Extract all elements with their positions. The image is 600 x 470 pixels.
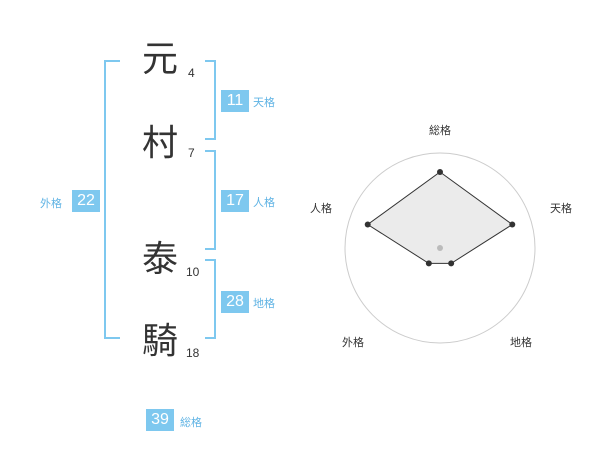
radar-point-1 xyxy=(509,221,516,228)
gaikaku-label: 外格 xyxy=(40,197,62,210)
radar-center-dot xyxy=(437,245,443,251)
radar-point-3 xyxy=(425,260,432,267)
radar-points xyxy=(364,169,516,267)
name-char-3: 泰 xyxy=(142,239,179,280)
radar-axis-label-gaikaku: 外格 xyxy=(342,335,364,349)
radar-point-2 xyxy=(448,260,455,267)
radar-point-0 xyxy=(437,169,443,175)
chikaku-value: 28 xyxy=(221,291,249,313)
radar-axis-label-soukaku: 総格 xyxy=(429,123,451,137)
tenkaku-value: 11 xyxy=(221,90,249,112)
jinkaku-label: 人格 xyxy=(253,196,275,209)
radar-axis-label-jinkaku: 人格 xyxy=(310,201,332,215)
radar-axis-label-tenkaku: 天格 xyxy=(550,201,572,215)
stroke-count-3: 10 xyxy=(186,265,200,279)
radar-point-4 xyxy=(364,221,371,228)
name-char-4: 騎 xyxy=(142,321,179,362)
stroke-count-2: 7 xyxy=(188,146,195,160)
name-char-1: 元 xyxy=(142,39,179,80)
jinkaku-value: 17 xyxy=(221,190,249,212)
soukaku-value: 39 xyxy=(146,409,174,431)
stroke-count-1: 4 xyxy=(188,66,195,80)
radar-chart: 総格 天格 地格 外格 人格 xyxy=(310,123,572,349)
tenkaku-label: 天格 xyxy=(253,96,275,109)
name-char-2: 村 xyxy=(142,123,179,164)
stroke-count-4: 18 xyxy=(186,346,200,360)
gaikaku-value: 22 xyxy=(72,190,100,212)
chikaku-label: 地格 xyxy=(253,297,275,310)
radar-axis-label-chikaku: 地格 xyxy=(510,335,532,349)
radar-score-area xyxy=(366,171,514,264)
soukaku-label: 総格 xyxy=(180,416,202,429)
